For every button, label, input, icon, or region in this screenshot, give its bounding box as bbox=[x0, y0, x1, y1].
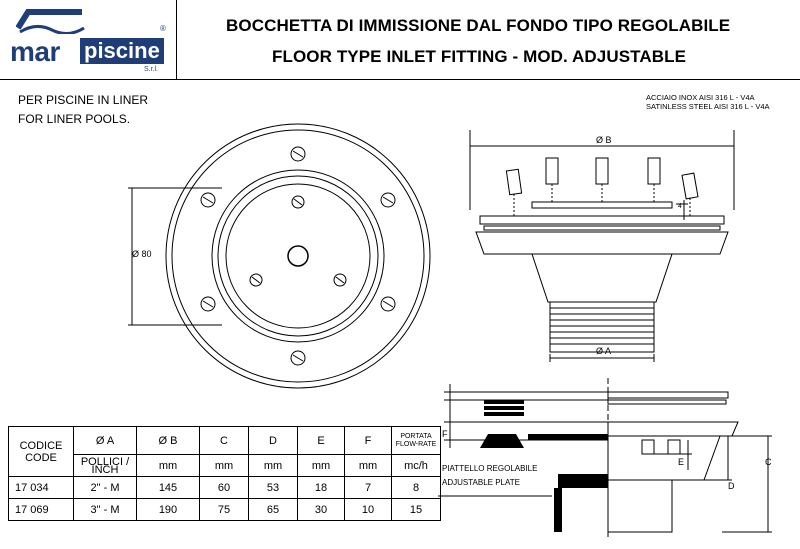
cell-d: 65 bbox=[248, 498, 298, 521]
title-english: FLOOR TYPE INLET FITTING - MOD. ADJUSTAB… bbox=[272, 47, 687, 66]
logo-suffix: S.r.l. bbox=[144, 66, 159, 73]
logo-registered-mark: ® bbox=[160, 24, 166, 33]
table-header-row: CODICE CODE Ø A Ø B C D E F PORTATA FLOW… bbox=[8, 426, 441, 477]
cell-f: 7 bbox=[344, 476, 392, 499]
table-row: 17 069 3" - M 190 75 65 30 10 15 bbox=[8, 498, 441, 521]
thread-lines bbox=[550, 307, 654, 345]
cell-code: 17 034 bbox=[8, 476, 74, 499]
cell-b: 190 bbox=[136, 498, 200, 521]
company-logo: ® mar piscine S.r.l. bbox=[8, 6, 170, 74]
header-c: C bbox=[199, 426, 249, 455]
header-a: Ø A bbox=[73, 426, 137, 455]
header-code-it: CODICE bbox=[19, 439, 63, 452]
unit-b: mm bbox=[136, 454, 200, 477]
label-dia-a: Ø A bbox=[596, 346, 612, 356]
label-dim-c: C bbox=[765, 457, 772, 467]
note-pool-italian: PER PISCINE IN LINER bbox=[18, 93, 149, 107]
section-drawing bbox=[438, 378, 772, 538]
cell-f: 10 bbox=[344, 498, 392, 521]
cell-c: 75 bbox=[199, 498, 249, 521]
screw-heads bbox=[200, 146, 396, 366]
label-dia-80: Ø 80 bbox=[132, 249, 152, 259]
note-material-english: SATINLESS STEEL AISI 316 L - V4A bbox=[646, 102, 770, 111]
label-dim-4: 4 bbox=[678, 203, 682, 210]
label-dim-d: D bbox=[728, 481, 735, 491]
unit-f: mm bbox=[344, 454, 392, 477]
cell-code: 17 069 bbox=[8, 498, 74, 521]
unit-d: mm bbox=[248, 454, 298, 477]
cell-flow: 15 bbox=[391, 498, 441, 521]
header-divider bbox=[176, 0, 177, 80]
header-f: F bbox=[344, 426, 392, 455]
cell-e: 30 bbox=[297, 498, 345, 521]
screws bbox=[505, 157, 699, 216]
table-units-row: POLLICI / INCH mm mm mm mm mm mc/h bbox=[9, 454, 441, 477]
plan-view-drawing bbox=[128, 123, 431, 389]
header-code: CODICE CODE bbox=[8, 426, 74, 477]
table-row: 17 034 2" - M 145 60 53 18 7 8 bbox=[8, 476, 441, 499]
cell-a: 2" - M bbox=[73, 476, 137, 499]
header-flow: PORTATA FLOW-RATE bbox=[391, 426, 441, 455]
header-e: E bbox=[297, 426, 345, 455]
unit-a: POLLICI / INCH bbox=[73, 454, 137, 477]
note-material-italian: ACCIAIO INOX AISI 316 L - V4A bbox=[646, 93, 755, 102]
header-flow-en: FLOW-RATE bbox=[395, 440, 437, 448]
cell-e: 18 bbox=[297, 476, 345, 499]
unit-flow: mc/h bbox=[391, 454, 441, 477]
unit-c: mm bbox=[199, 454, 249, 477]
logo-brand-mar: mar bbox=[10, 36, 60, 67]
header-b: Ø B bbox=[136, 426, 200, 455]
cell-c: 60 bbox=[199, 476, 249, 499]
unit-e: mm bbox=[297, 454, 345, 477]
header-d: D bbox=[248, 426, 298, 455]
cell-d: 53 bbox=[248, 476, 298, 499]
wave-icon bbox=[16, 9, 85, 34]
label-plate-english: ADJUSTABLE PLATE bbox=[442, 478, 520, 487]
section-hatch bbox=[480, 400, 608, 532]
note-pool-english: FOR LINER POOLS. bbox=[18, 112, 131, 126]
title-italian: BOCCHETTA DI IMMISSIONE DAL FONDO TIPO R… bbox=[226, 16, 731, 35]
elevation-drawing bbox=[469, 130, 735, 362]
label-dia-b: Ø B bbox=[596, 135, 612, 145]
cell-flow: 8 bbox=[391, 476, 441, 499]
header-bottom-border bbox=[0, 79, 800, 80]
label-dim-e: E bbox=[678, 457, 685, 467]
label-plate-italian: PIATTELLO REGOLABILE bbox=[442, 464, 538, 473]
logo-brand-piscine: piscine bbox=[80, 38, 164, 64]
header-flow-it: PORTATA bbox=[400, 432, 432, 440]
cell-b: 145 bbox=[136, 476, 200, 499]
dimensions-table: CODICE CODE Ø A Ø B C D E F PORTATA FLOW… bbox=[8, 426, 441, 521]
cell-a: 3" - M bbox=[73, 498, 137, 521]
label-dim-f: F bbox=[442, 429, 448, 439]
header-code-en: CODE bbox=[25, 451, 57, 464]
